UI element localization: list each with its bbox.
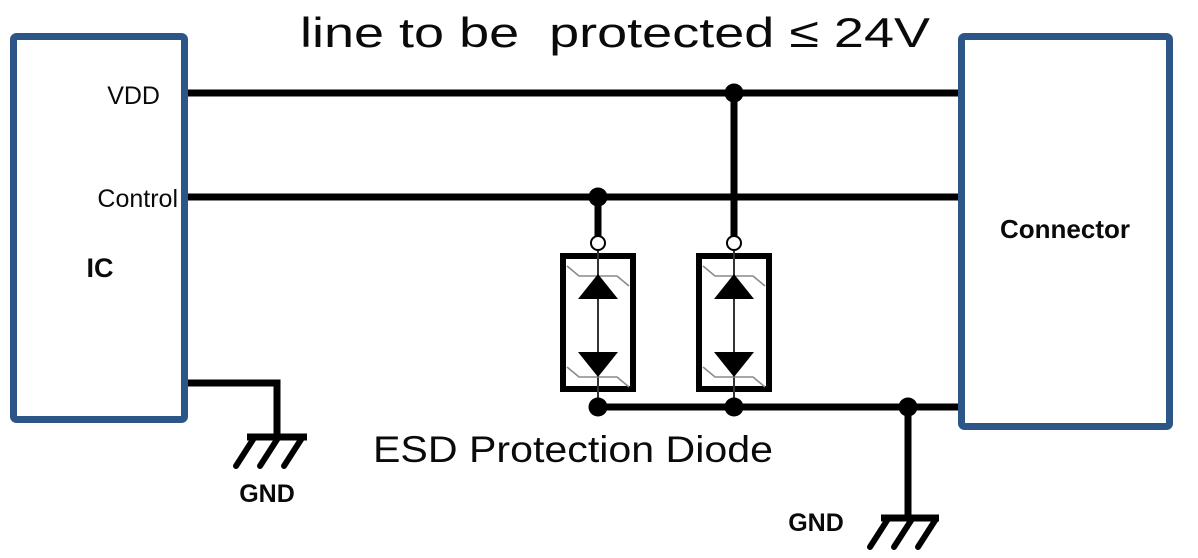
diode-triangle-up <box>714 274 754 299</box>
ground-slash <box>281 435 305 469</box>
gnd-left-label: GND <box>239 480 295 508</box>
ic-pin-vdd-label: VDD <box>107 82 160 110</box>
ground-symbol-left <box>233 433 307 469</box>
junction-dots <box>588 83 918 417</box>
diode-pin-circle <box>590 235 606 251</box>
ic-ground-wire <box>185 379 281 437</box>
ic-block <box>10 33 188 423</box>
diode-pin-circle <box>726 235 742 251</box>
wires <box>185 89 961 518</box>
junction-dot <box>588 397 608 417</box>
connector-label: Connector <box>1000 214 1130 244</box>
ground-slash <box>891 516 915 550</box>
gnd-right-label: GND <box>788 509 844 537</box>
ground-symbol-right <box>867 514 939 550</box>
esd-diode-left <box>560 235 636 404</box>
diagram-title: line to be protected ≤ 24V <box>300 9 930 56</box>
ground-slash <box>867 516 891 550</box>
junction-dot <box>898 397 918 417</box>
esd-protection-diode-label: ESD Protection Diode <box>373 429 773 470</box>
ic-pin-control-label: Control <box>97 185 178 213</box>
diode-triangle-down <box>714 352 754 377</box>
diode-triangle-down <box>578 352 618 377</box>
ground-slash <box>233 435 257 469</box>
junction-dot <box>724 397 744 417</box>
ground-slash <box>257 435 281 469</box>
junction-dot <box>588 187 608 207</box>
ground-slash <box>915 516 939 550</box>
esd-diode-right <box>696 235 772 404</box>
diode-triangle-up <box>578 274 618 299</box>
ic-label: IC <box>87 253 114 283</box>
junction-dot <box>724 83 744 103</box>
connector-block <box>958 33 1173 430</box>
